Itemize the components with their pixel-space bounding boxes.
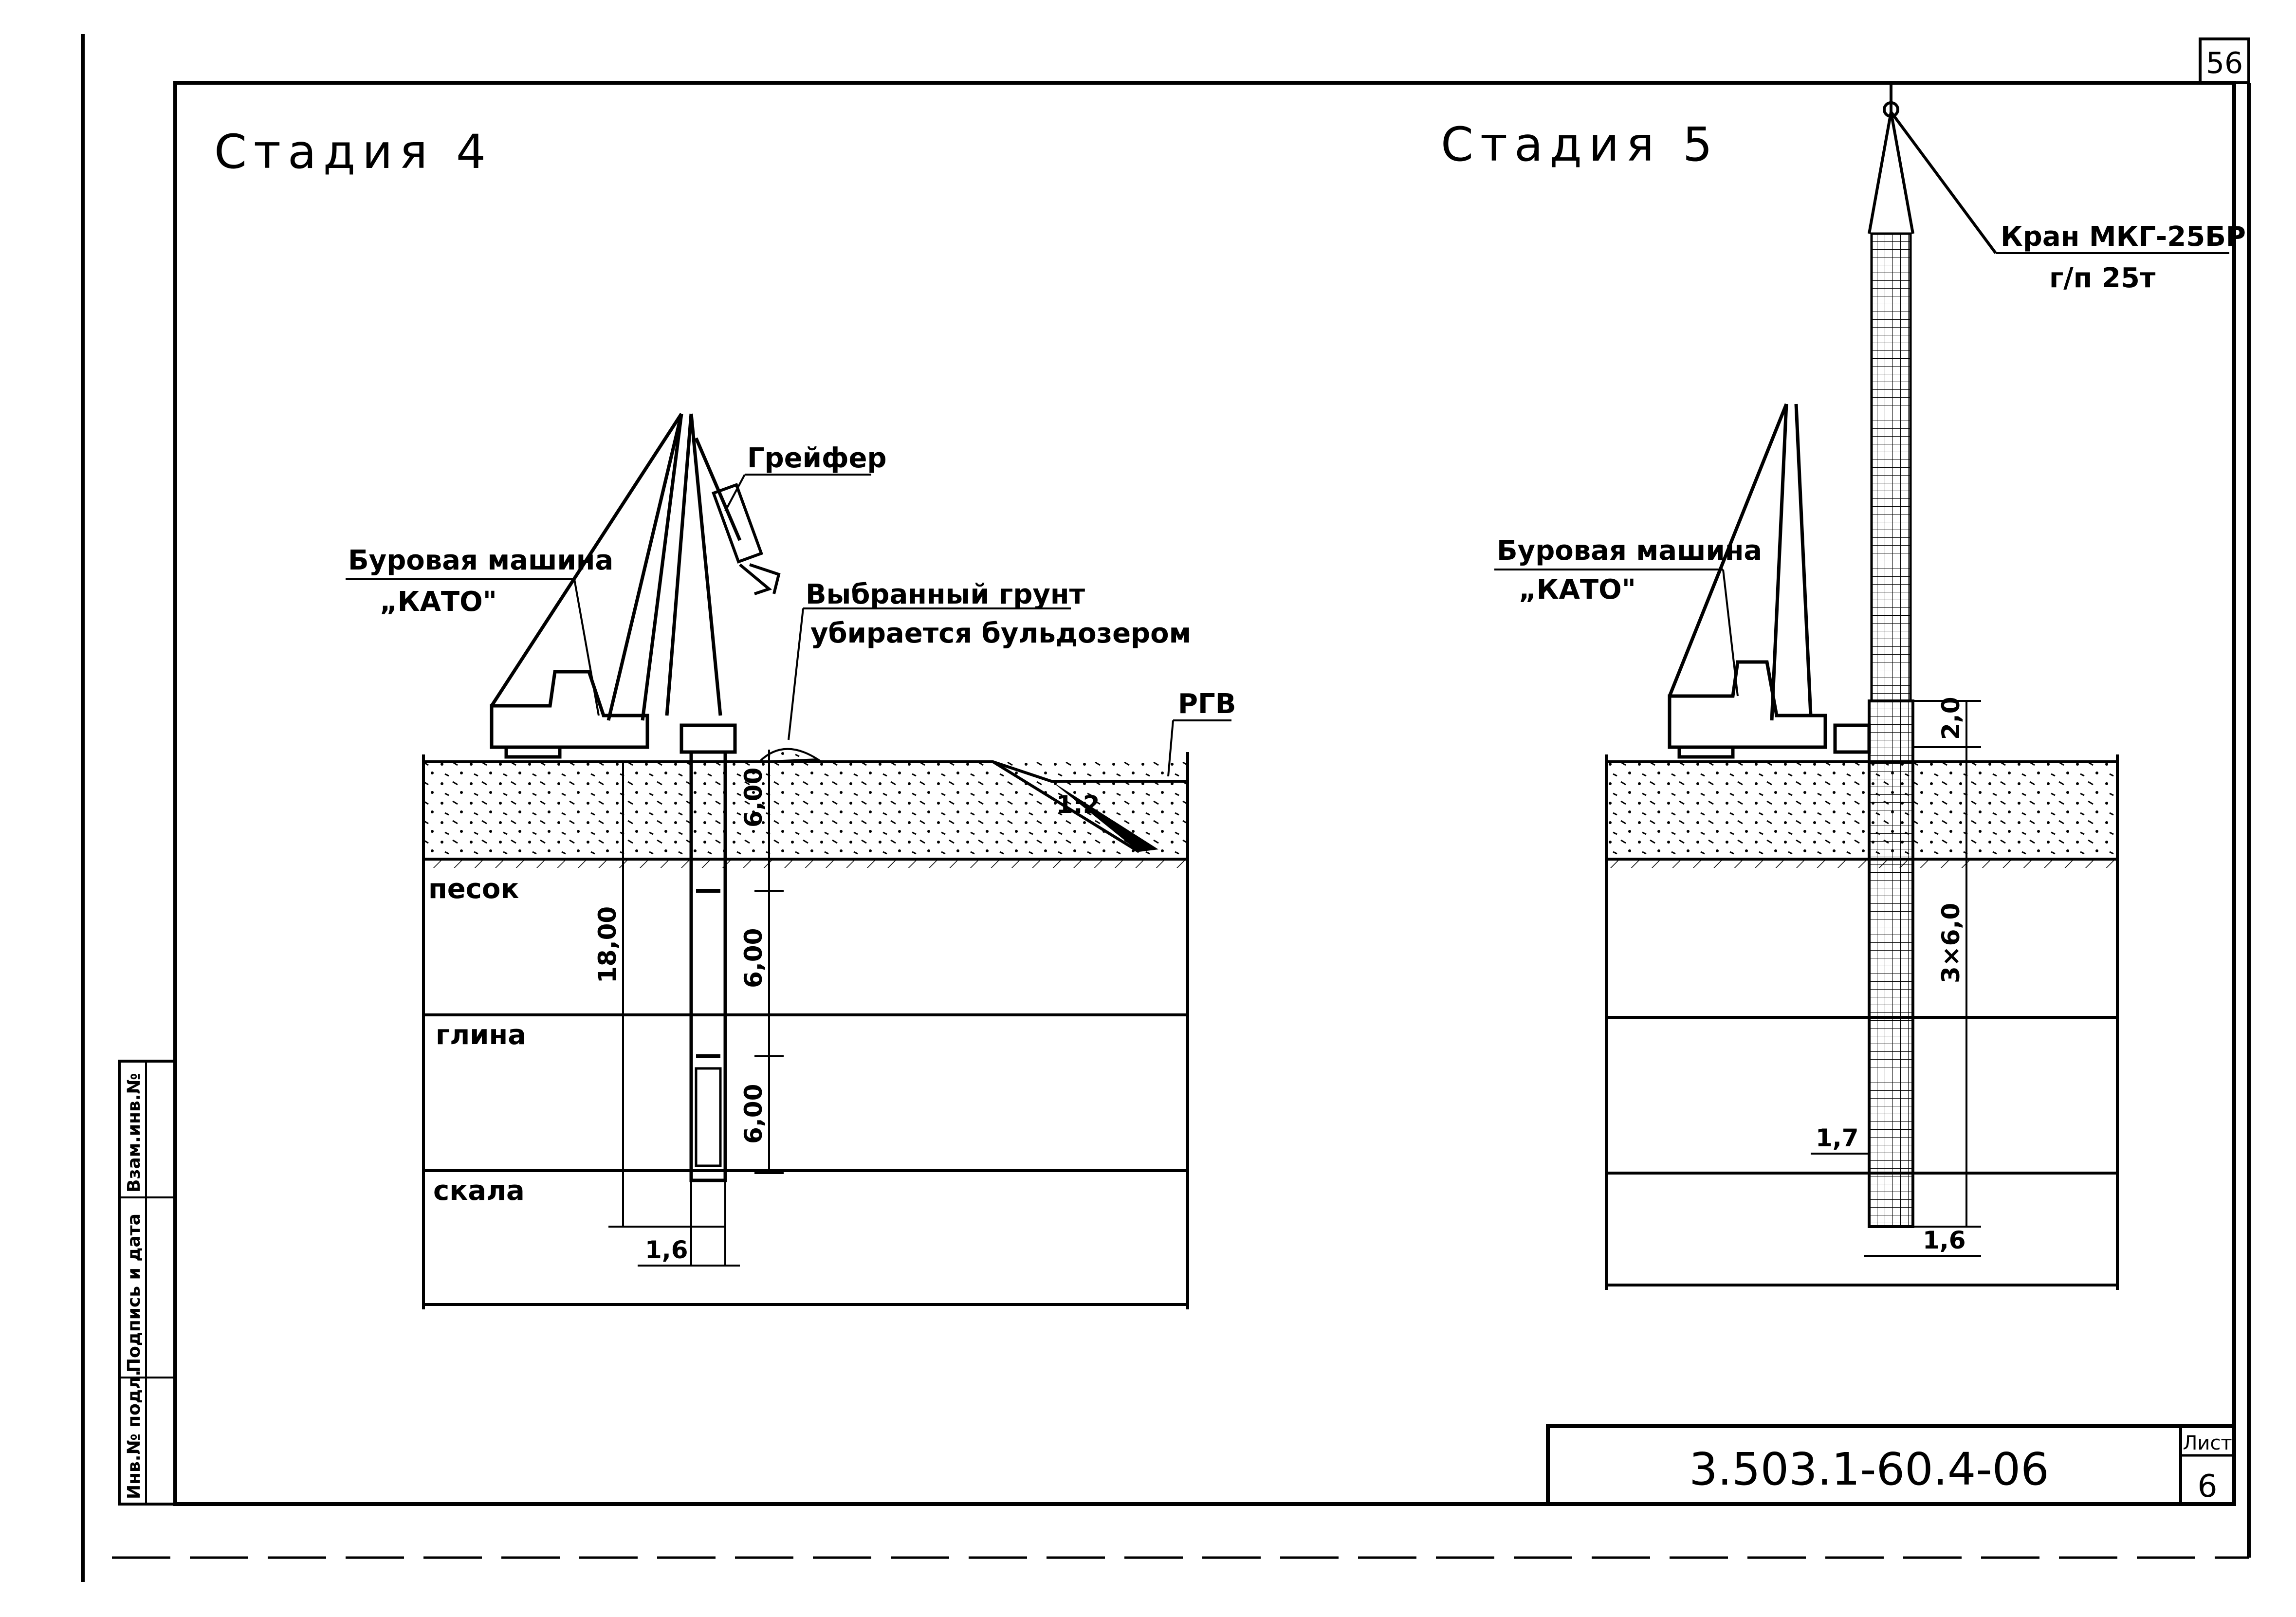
sheet-number: 56 [2206,46,2243,80]
stage5-dim-top: 2,0 [1937,697,1965,740]
stage4-rig-model: „КАТО" [380,586,497,618]
stage4-hatch [423,859,1188,868]
stage4: Стадия 4 [214,125,1236,1309]
stage5-rebar-cage [1868,699,1914,1228]
stage5-drilling-rig [1668,403,1871,759]
stage4-grab-label: Грейфер [747,442,887,474]
stage5-rig-model: „КАТО" [1519,574,1636,606]
stage5-crane-capacity: г/п 25т [2049,262,2156,294]
stage4-dim-seg2: 6,00 [739,928,768,988]
stage4-dim-total: 18,00 [593,906,622,983]
stage5-dim-length: 3×6,0 [1937,903,1965,983]
stage5-crane-boom [1870,232,1912,702]
stage5-dim-width: 1,6 [1923,1226,1966,1254]
stage5-leaders [1494,252,2229,697]
stage5-dim-cage: 1,7 [1816,1124,1859,1152]
stage5: Стадия 5 [1441,83,2246,1290]
side-stamp: Инв.№ подл. Подпись и дата Взам.инв.№ [118,1060,177,1506]
stage4-dim-lines [608,750,784,1267]
doc-code: 3.503.1-60.4-06 [1689,1443,2049,1495]
stage4-soil-note: убирается бульдозером [810,618,1191,649]
stage5-crane-label: Кран МКГ-25БР [2001,221,2246,253]
sheet-label: Лист [2183,1432,2232,1454]
stage5-title: Стадия 5 [1441,117,1719,172]
stage4-leaders [346,474,1231,777]
stage4-dim-seg3: 6,00 [739,1084,768,1144]
stage4-slope: 1:2 [1056,790,1100,819]
sheet-value: 6 [2198,1469,2218,1505]
stage4-topsoil [423,762,1188,859]
stage5-dim-lines [1811,700,1981,1257]
stage4-soil-label: Выбранный грунт [806,579,1085,610]
stage4-spoil-heap [756,748,821,763]
stage4-water-label: РГВ [1178,688,1236,720]
stage5-hatch [1606,859,2117,868]
stage5-topsoil [1606,762,2117,859]
stage4-layer-clay: глина [436,1019,526,1051]
stage4-layer-rock: скала [433,1175,525,1207]
stage5-rig-label: Буровая машина [1497,535,1762,567]
stamp-inv-label: Инв.№ подл. [124,1370,144,1499]
stage4-dim-seg1: 6,00 [739,768,768,827]
title-block [1546,1424,2236,1506]
stamp-replace-label: Взам.инв.№ [124,1073,144,1193]
stage4-grab [712,483,781,595]
stage4-spoil-slope [1051,781,1158,852]
stage5-crane-hook [1868,83,1997,254]
stage4-title: Стадия 4 [214,125,493,179]
stage4-drilling-rig [490,413,742,759]
stage4-rig-label: Буровая машина [348,545,613,576]
stamp-sign-label: Подпись и дата [124,1213,144,1373]
sheet-frame [81,34,2251,1582]
stage4-layer-sand: песок [428,873,519,905]
stage4-dim-width: 1,6 [645,1236,688,1264]
